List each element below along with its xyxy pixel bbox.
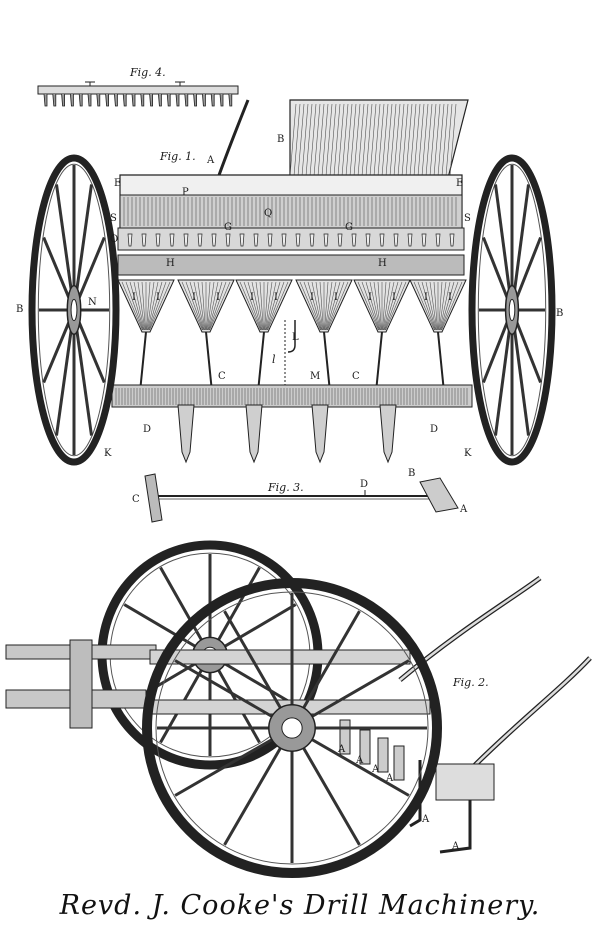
label-A-fig1: A [206,155,215,166]
label-E-left: E [114,178,121,189]
label-S-right: S [464,213,471,224]
label-L: L [292,332,299,343]
fig1-drill-front [111,99,473,464]
label-I: I [274,292,278,303]
label-N: N [88,297,97,308]
label-H-left: H [166,258,175,269]
label-D-fig3: D [360,479,368,490]
label-M: M [310,371,320,382]
label-I: I [392,292,396,303]
label-I: I [334,292,338,303]
label-I: I [192,292,196,303]
label-B-left: B [16,304,23,315]
label-G-left: G [224,222,232,233]
label-P: P [182,187,189,198]
label-A-fig2-6: A [451,841,460,852]
label-E-right: E [456,178,463,189]
label-C-right: C [352,371,360,382]
label-D-right: D [430,424,438,435]
label-B-fig3: B [408,468,415,479]
fig4-rake [37,81,239,107]
fig1-label: Fig. 1. [159,150,196,163]
label-A-fig2-3: A [371,764,380,775]
label-I: I [368,292,372,303]
label-I: I [156,292,160,303]
label-D-left: D [143,424,151,435]
label-K-right: K [464,448,472,459]
label-G-right: G [345,222,353,233]
label-B-right: B [556,308,563,319]
label-I: I [310,292,314,303]
fig1-left-wheel [28,154,120,466]
fig3-label: Fig. 3. [267,481,304,494]
label-I: I [132,292,136,303]
label-l: l [272,353,276,366]
label-A-fig2-1: A [337,744,346,755]
label-A-fig2-4: A [385,773,394,784]
label-Q: Q [264,208,272,219]
label-K-left: K [104,448,112,459]
fig2-drill-side [5,540,592,878]
label-I: I [448,292,452,303]
label-I: I [216,292,220,303]
label-A-fig2-5: A [421,814,430,825]
fig3-lever [144,473,459,523]
label-A-fig2-2: A [355,755,364,766]
fig4-label: Fig. 4. [129,66,166,79]
label-B-hopper: B [277,134,284,145]
label-S-left: S [110,213,117,224]
label-C-left: C [218,371,226,382]
label-A-fig3: A [459,504,468,515]
label-H-right: H [378,258,387,269]
label-I: I [250,292,254,303]
label-C-fig3: C [132,494,140,505]
plate-caption: Revd. J. Cooke's Drill Machinery. [59,890,541,921]
label-I: I [424,292,428,303]
label-O: O [110,234,118,245]
fig2-label: Fig. 2. [452,676,489,689]
fig1-right-wheel [468,154,556,466]
